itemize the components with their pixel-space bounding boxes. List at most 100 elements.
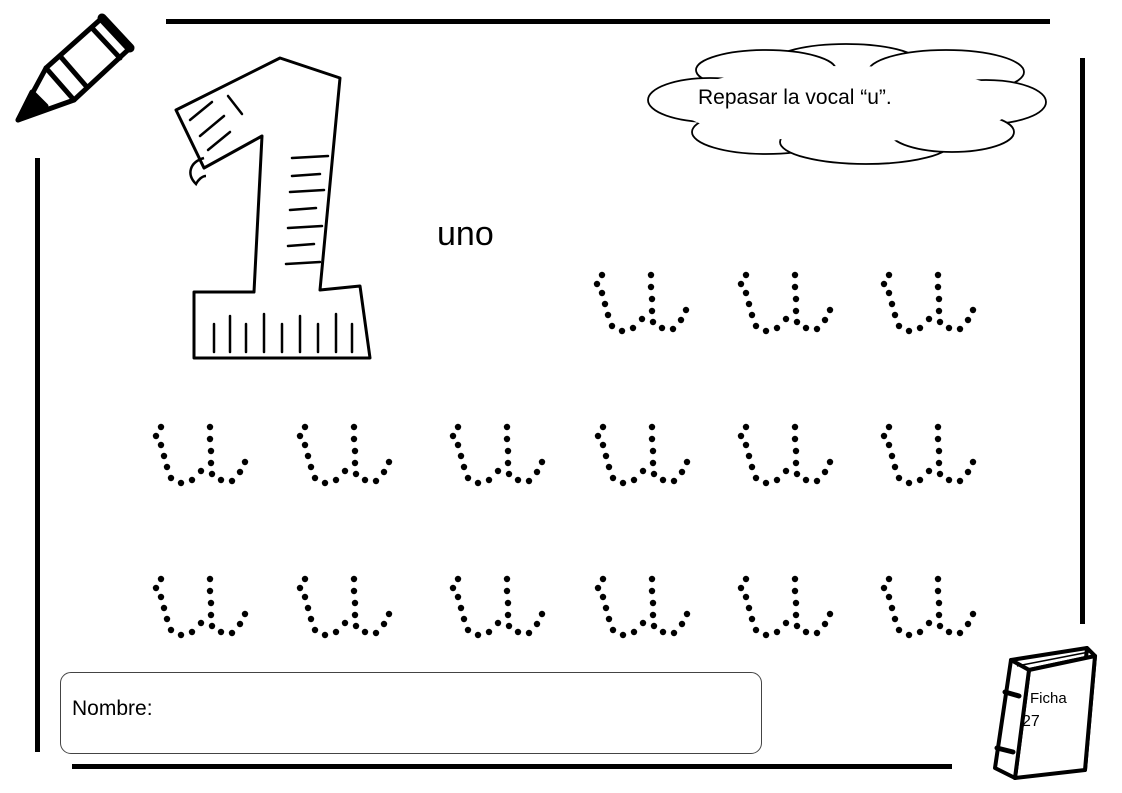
tracing-dot: [599, 423, 607, 431]
tracing-dot: [934, 423, 942, 431]
instruction-text: Repasar la vocal “u”.: [698, 86, 892, 109]
tracing-dot: [650, 470, 658, 478]
tracing-dot: [792, 599, 800, 607]
tracing-dot: [454, 441, 462, 449]
tracing-dot: [792, 295, 800, 303]
tracing-dot: [935, 459, 943, 467]
tracing-dot: [601, 300, 609, 308]
tracing-dot: [311, 626, 319, 634]
tracing-dot: [782, 619, 790, 627]
numeral-one-illustration: [174, 56, 372, 360]
tracing-letter-u: [152, 423, 249, 487]
tracing-dot: [372, 629, 380, 637]
tracing-dot: [792, 447, 800, 455]
tracing-dot: [682, 306, 690, 314]
frame-top-bar: [166, 19, 1050, 24]
tracing-letter-u: [880, 575, 977, 639]
tracing-dot: [802, 324, 810, 332]
tracing-dot: [341, 619, 349, 627]
frame-bottom-bar: [72, 764, 952, 769]
tracing-dot: [538, 610, 546, 618]
tracing-dot: [934, 271, 942, 279]
tracing-dot: [905, 479, 913, 487]
tracing-dot: [964, 316, 972, 324]
tracing-dot: [791, 435, 799, 443]
tracing-dot: [385, 458, 393, 466]
tracing-dot: [934, 435, 942, 443]
tracing-dot: [762, 631, 770, 639]
tracing-dot: [752, 474, 760, 482]
tracing-dot: [885, 593, 893, 601]
tracing-dot: [350, 423, 358, 431]
tracing-dot: [648, 587, 656, 595]
tracing-dot: [207, 611, 215, 619]
tracing-dot: [307, 463, 315, 471]
tracing-dot: [880, 432, 888, 440]
tracing-dot: [188, 628, 196, 636]
tracing-dot: [351, 447, 359, 455]
tracing-dot: [792, 459, 800, 467]
tracing-dot: [605, 463, 613, 471]
tracing-dot: [361, 476, 369, 484]
name-field[interactable]: Nombre:: [60, 672, 762, 754]
tracing-dot: [916, 324, 924, 332]
tracing-dot: [925, 315, 933, 323]
tracing-dot: [935, 599, 943, 607]
tracing-dot: [670, 629, 678, 637]
tracing-dot: [304, 604, 312, 612]
tracing-dot: [748, 311, 756, 319]
tracing-letter-u: [152, 575, 249, 639]
tracing-dot: [891, 311, 899, 319]
tracing-dot: [737, 432, 745, 440]
tracing-dot: [945, 628, 953, 636]
tracing-dot: [742, 441, 750, 449]
tracing-dot: [525, 629, 533, 637]
tracing-dot: [599, 441, 607, 449]
tracing-dot: [152, 432, 160, 440]
tracing-dot: [605, 615, 613, 623]
tracing-dot: [599, 575, 607, 583]
tracing-dot: [650, 622, 658, 630]
tracing-dot: [742, 289, 750, 297]
tracing-dot: [217, 476, 225, 484]
tracing-dot: [945, 476, 953, 484]
tracing-dot: [485, 476, 493, 484]
tracing-dot: [157, 575, 165, 583]
tracing-dot: [167, 474, 175, 482]
tracing-dot: [177, 479, 185, 487]
tracing-dot: [197, 619, 205, 627]
tracing-dot: [514, 476, 522, 484]
tracing-dot: [533, 468, 541, 476]
tracing-dot: [956, 477, 964, 485]
tracing-dot: [449, 584, 457, 592]
tracing-dot: [964, 620, 972, 628]
tracing-dot: [964, 468, 972, 476]
tracing-dot: [460, 463, 468, 471]
tracing-dot: [163, 615, 171, 623]
tracing-dot: [301, 593, 309, 601]
tracing-dot: [207, 459, 215, 467]
tracing-letter-u: [737, 271, 834, 335]
frame-right-bar: [1080, 58, 1085, 624]
tracing-dot: [228, 629, 236, 637]
tracing-dot: [916, 628, 924, 636]
tracing-dot: [935, 307, 943, 315]
tracing-dot: [503, 435, 511, 443]
tracing-dot: [350, 587, 358, 595]
name-label: Nombre:: [72, 697, 153, 720]
tracing-dot: [296, 584, 304, 592]
tracing-dot: [649, 459, 657, 467]
tracing-letter-u: [737, 575, 834, 639]
tracing-dot: [745, 452, 753, 460]
tracing-dot: [332, 628, 340, 636]
tracing-dot: [609, 474, 617, 482]
ficha-label: Ficha: [1030, 690, 1067, 707]
tracing-dot: [648, 423, 656, 431]
tracing-dot: [678, 620, 686, 628]
tracing-dot: [301, 575, 309, 583]
tracing-dot: [678, 468, 686, 476]
tracing-dot: [160, 604, 168, 612]
tracing-dot: [669, 325, 677, 333]
tracing-dot: [241, 458, 249, 466]
tracing-dot: [503, 575, 511, 583]
